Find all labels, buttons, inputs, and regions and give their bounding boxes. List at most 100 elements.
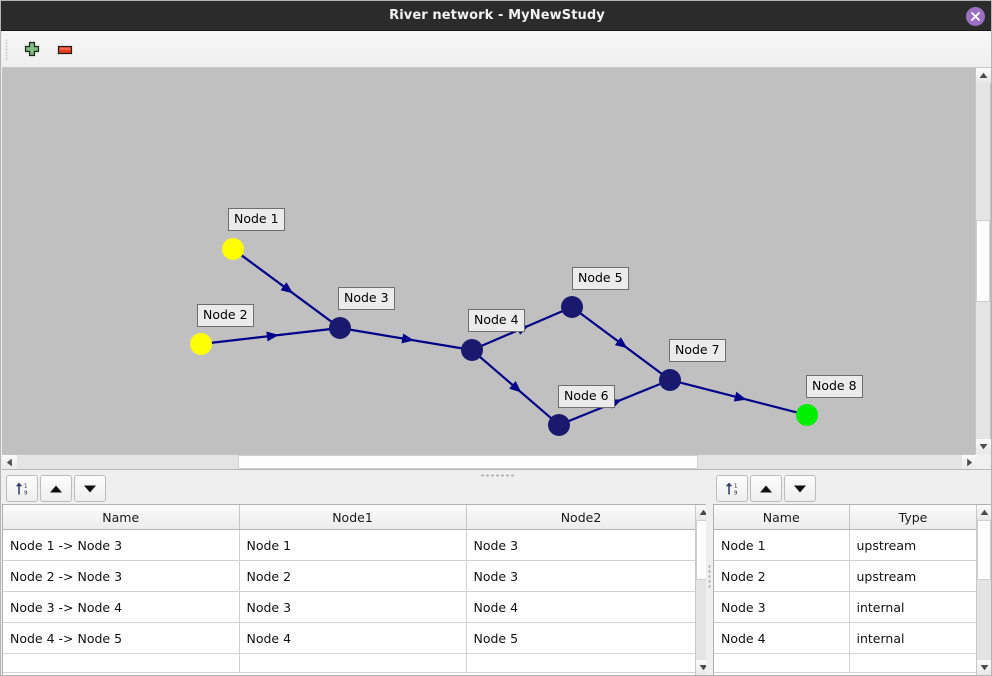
add-node-button[interactable] — [22, 41, 42, 59]
splitter-grip — [708, 564, 711, 590]
graph-node-node-5[interactable] — [561, 296, 583, 318]
table-cell[interactable]: Node 4 -> Node 5 — [3, 622, 240, 654]
close-icon[interactable] — [966, 7, 985, 26]
scroll-right-arrow-icon[interactable] — [962, 455, 977, 470]
column-header-node2[interactable]: Node2 — [466, 505, 697, 530]
table-cell[interactable]: Node 3 — [714, 591, 850, 623]
table-cell[interactable]: upstream — [849, 560, 978, 592]
graph-node-node-8[interactable] — [796, 404, 818, 426]
window-title: River network - MyNewStudy — [389, 8, 605, 23]
toolbar-grip[interactable] — [5, 39, 8, 61]
scroll-left-arrow-icon[interactable] — [2, 455, 17, 470]
network-graph-canvas[interactable]: Node 1 Node 2 Node 3 Node 4 Node 5 Node 6 Node… — [2, 68, 991, 454]
network-graph-svg — [190, 238, 818, 436]
column-header-type[interactable]: Type — [849, 505, 978, 530]
svg-text:1: 1 — [734, 483, 738, 489]
sort-ascending-icon: 1 9 — [15, 482, 28, 496]
graph-node-node-3[interactable] — [329, 317, 351, 339]
splitter-grip — [480, 474, 514, 477]
table-cell[interactable]: Node 4 — [466, 591, 697, 623]
table-row-empty[interactable] — [714, 653, 978, 673]
table-cell[interactable]: Node 3 -> Node 4 — [3, 591, 240, 623]
nodes-table-scrollbar[interactable] — [976, 505, 991, 675]
table-cell[interactable] — [239, 653, 467, 673]
horizontal-scroll-thumb[interactable] — [238, 455, 698, 469]
table-cell[interactable]: internal — [849, 591, 978, 623]
triangle-up-icon — [50, 485, 62, 492]
table-cell[interactable]: Node 1 -> Node 3 — [3, 529, 240, 561]
table-cell[interactable]: Node 4 — [714, 622, 850, 654]
nodes-move-up-button[interactable] — [750, 475, 782, 502]
node-label-node-2[interactable]: Node 2 — [197, 304, 254, 327]
scroll-up-arrow-icon[interactable] — [976, 68, 991, 83]
table-cell[interactable]: Node 2 -> Node 3 — [3, 560, 240, 592]
nodes-move-down-button[interactable] — [784, 475, 816, 502]
table-cell[interactable]: Node 1 — [239, 529, 467, 561]
scroll-down-arrow-icon[interactable] — [976, 439, 991, 454]
title-bar: River network - MyNewStudy — [1, 1, 991, 31]
node-label-node-8[interactable]: Node 8 — [806, 375, 863, 398]
graph-node-node-6[interactable] — [548, 414, 570, 436]
node-label-node-1[interactable]: Node 1 — [228, 208, 285, 231]
table-cell[interactable]: Node 4 — [239, 622, 467, 654]
edge-direction-arrow-icon — [266, 331, 279, 342]
node-label-node-4[interactable]: Node 4 — [468, 309, 525, 332]
nodes-toolbar: 1 9 — [713, 473, 991, 503]
canvas-horizontal-scrollbar[interactable] — [2, 454, 977, 470]
node-label-node-7[interactable]: Node 7 — [669, 339, 726, 362]
scroll-down-arrow-icon[interactable] — [977, 660, 991, 675]
reaches-move-down-button[interactable] — [74, 475, 106, 502]
table-cell[interactable]: Node 5 — [466, 622, 697, 654]
table-cell[interactable]: Node 1 — [714, 529, 850, 561]
table-cell[interactable]: Node 3 — [466, 529, 697, 561]
node-label-node-5[interactable]: Node 5 — [572, 267, 629, 290]
table-cell[interactable] — [3, 653, 240, 673]
node-label-node-3[interactable]: Node 3 — [338, 287, 395, 310]
column-header-node1[interactable]: Node1 — [239, 505, 467, 530]
canvas-vertical-scrollbar[interactable] — [975, 68, 991, 454]
graph-node-node-1[interactable] — [222, 238, 244, 260]
edge-direction-arrow-icon — [509, 381, 522, 393]
table-cell[interactable]: Node 2 — [239, 560, 467, 592]
column-header-name[interactable]: Name — [714, 505, 850, 530]
reaches-move-up-button[interactable] — [40, 475, 72, 502]
graph-node-node-4[interactable] — [461, 339, 483, 361]
nodes-sort-button[interactable]: 1 9 — [716, 475, 748, 502]
vertical-scroll-thumb[interactable] — [977, 520, 991, 580]
graph-node-node-2[interactable] — [190, 333, 212, 355]
graph-node-node-7[interactable] — [659, 369, 681, 391]
column-header-name[interactable]: Name — [3, 505, 240, 530]
edge-direction-arrow-icon — [401, 333, 415, 344]
table-cell[interactable]: Node 3 — [466, 560, 697, 592]
table-cell[interactable]: Node 3 — [239, 591, 467, 623]
minus-icon — [57, 45, 73, 55]
sort-ascending-icon: 1 9 — [725, 482, 738, 496]
table-row-empty[interactable] — [3, 653, 697, 673]
node-label-node-6[interactable]: Node 6 — [558, 385, 615, 408]
table-cell[interactable]: Node 2 — [714, 560, 850, 592]
delete-node-button[interactable] — [55, 41, 75, 59]
table-cell[interactable] — [849, 653, 978, 673]
table-cell[interactable] — [714, 653, 850, 673]
vertical-splitter[interactable] — [706, 479, 713, 675]
scroll-up-arrow-icon[interactable] — [977, 505, 991, 520]
reaches-sort-button[interactable]: 1 9 — [6, 475, 38, 502]
table-cell[interactable]: upstream — [849, 529, 978, 561]
table-cell[interactable] — [466, 653, 697, 673]
horizontal-splitter[interactable] — [2, 469, 991, 479]
table-cell[interactable]: internal — [849, 622, 978, 654]
vertical-scroll-thumb[interactable] — [976, 220, 990, 302]
